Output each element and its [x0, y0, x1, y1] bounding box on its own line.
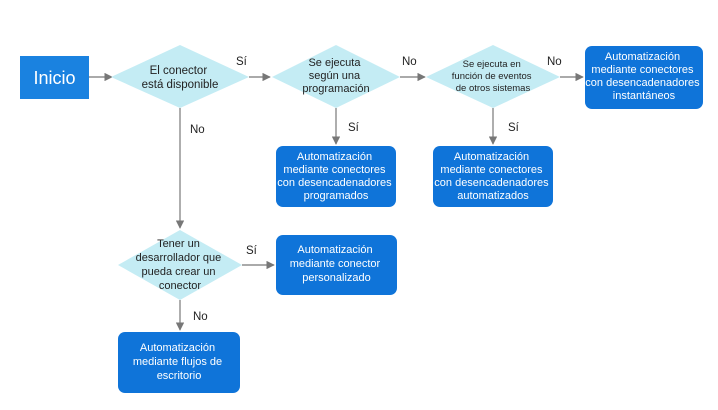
outcome-custom-text: Automatización mediante conector persona… — [290, 244, 384, 284]
edge-labels: Sí No No Sí Sí No Sí No — [190, 56, 562, 323]
edge-label-no-3: No — [190, 124, 205, 136]
outcome-desktop-text: Automatización mediante flujos de escrit… — [133, 342, 225, 382]
edge-label-no-4: No — [193, 311, 208, 323]
edge-label-yes-2: Sí — [348, 122, 360, 134]
outcome-instant-text: Automatización mediante conectores con d… — [585, 51, 702, 102]
outcome-custom: Automatización mediante conector persona… — [276, 235, 397, 295]
edge-label-yes-4: Sí — [246, 245, 258, 257]
outcome-automated: Automatización mediante conectores con d… — [433, 146, 553, 207]
decision-event-based: Se ejecuta en función de eventos de otro… — [426, 45, 560, 108]
decision-developer: Tener un desarrollador que pueda crear u… — [118, 230, 242, 300]
edge-label-yes-3: Sí — [508, 122, 520, 134]
edge-label-no-1: No — [402, 56, 417, 68]
start-node: Inicio — [20, 56, 89, 99]
edge-label-yes-1: Sí — [236, 56, 248, 68]
decision-event-based-text: Se ejecuta en función de eventos de otro… — [452, 59, 534, 94]
outcome-instant: Automatización mediante conectores con d… — [585, 46, 703, 109]
edge-label-no-2: No — [547, 56, 562, 68]
start-label: Inicio — [33, 68, 75, 88]
decision-developer-text: Tener un desarrollador que pueda crear u… — [136, 238, 225, 292]
outcome-scheduled: Automatización mediante conectores con d… — [276, 146, 396, 207]
connectors — [89, 72, 584, 331]
decision-connector-available: El conector está disponible — [111, 45, 249, 108]
outcome-scheduled-text: Automatización mediante conectores con d… — [277, 151, 394, 202]
outcome-automated-text: Automatización mediante conectores con d… — [434, 151, 551, 202]
decision-scheduled-text: Se ejecuta según una programación — [302, 57, 369, 95]
decision-scheduled: Se ejecuta según una programación — [272, 45, 400, 108]
outcome-desktop: Automatización mediante flujos de escrit… — [118, 332, 240, 393]
decision-connector-available-text: El conector está disponible — [142, 65, 219, 91]
